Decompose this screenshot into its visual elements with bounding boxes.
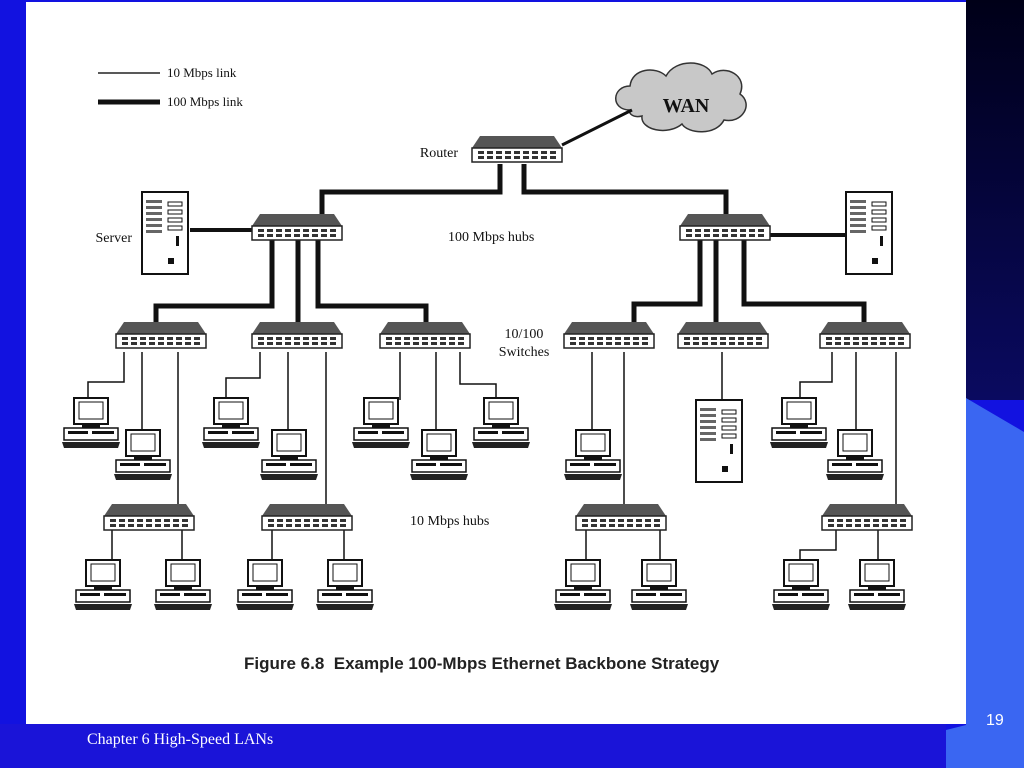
- figure-caption: Figure 6.8 Example 100-Mbps Ethernet Bac…: [244, 654, 720, 673]
- page-number: 19: [986, 712, 1004, 729]
- hub-10: [821, 503, 913, 531]
- hubs-10-label: 10 Mbps hubs: [410, 514, 489, 529]
- switch: [379, 321, 471, 349]
- switch: [819, 321, 911, 349]
- workstation: [769, 397, 829, 449]
- workstation: [771, 559, 831, 611]
- workstation: [553, 559, 613, 611]
- workstation: [235, 559, 295, 611]
- switches-label-1: 10/100: [505, 327, 544, 342]
- workstation: [61, 397, 121, 449]
- hub-100-right: [679, 213, 771, 241]
- server-label: Server: [95, 231, 132, 246]
- hub-100-left: [251, 213, 343, 241]
- switch: [563, 321, 655, 349]
- workstation: [201, 397, 261, 449]
- router: [471, 135, 563, 163]
- server-right: [845, 191, 893, 275]
- server-left: [141, 191, 189, 275]
- legend-thin-label: 10 Mbps link: [167, 65, 237, 80]
- links: [87, 108, 897, 562]
- workstation: [629, 559, 689, 611]
- workstation: [825, 429, 885, 481]
- wan-label: WAN: [663, 95, 710, 117]
- network-diagram: 10 Mbps link 100 Mbps link WAN: [61, 62, 913, 673]
- figure-panel: 10 Mbps link 100 Mbps link WAN: [26, 2, 966, 724]
- server-middle: [695, 399, 743, 483]
- hub-10: [261, 503, 353, 531]
- workstation: [153, 559, 213, 611]
- workstation: [409, 429, 469, 481]
- hub-10: [575, 503, 667, 531]
- hubs-100-label: 100 Mbps hubs: [448, 230, 534, 245]
- workstation: [351, 397, 411, 449]
- footer-chapter-title: Chapter 6 High-Speed LANs: [87, 731, 274, 748]
- workstation: [471, 397, 531, 449]
- workstation: [563, 429, 623, 481]
- legend-thick-label: 100 Mbps link: [167, 94, 243, 109]
- workstation: [315, 559, 375, 611]
- workstation: [259, 429, 319, 481]
- wan-cloud: WAN: [615, 62, 747, 133]
- switch: [115, 321, 207, 349]
- switch: [251, 321, 343, 349]
- router-label: Router: [420, 146, 458, 161]
- switch: [677, 321, 769, 349]
- switches-label-2: Switches: [499, 345, 550, 360]
- workstation: [113, 429, 173, 481]
- workstation: [73, 559, 133, 611]
- hub-10: [103, 503, 195, 531]
- workstation: [847, 559, 907, 611]
